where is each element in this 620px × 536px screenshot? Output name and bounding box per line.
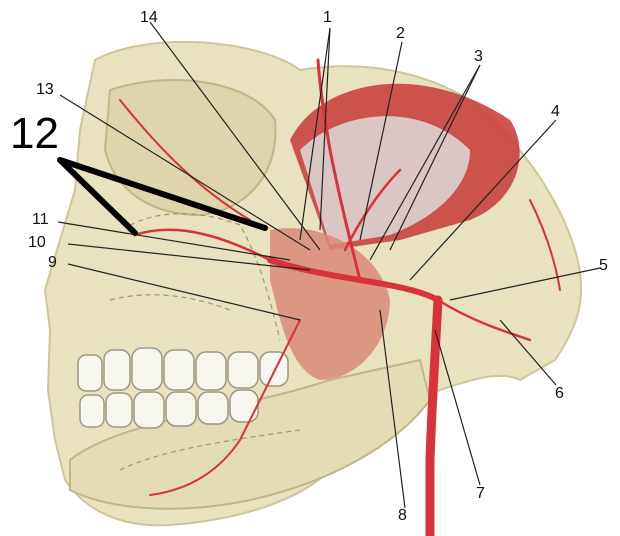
- label-2: 2: [396, 25, 405, 42]
- label-5: 5: [599, 257, 608, 274]
- arteries: [119, 58, 561, 536]
- label-6: 6: [555, 385, 564, 402]
- label-11: 11: [32, 211, 49, 228]
- pointer-12: [57, 157, 268, 236]
- label-8: 8: [398, 507, 407, 524]
- label-10: 10: [28, 234, 46, 251]
- label-4: 4: [551, 103, 560, 120]
- lower-teeth: [79, 389, 259, 429]
- label-7: 7: [476, 485, 485, 502]
- label-3: 3: [474, 48, 483, 65]
- orbit: [103, 79, 277, 217]
- label-12: 12: [10, 109, 59, 158]
- label-1: 1: [323, 9, 332, 26]
- label-13: 13: [36, 81, 54, 98]
- label-9: 9: [48, 254, 57, 271]
- dashed-outlines: [109, 213, 301, 471]
- upper-teeth: [77, 347, 289, 392]
- leader-lines: [57, 21, 601, 509]
- label-14: 14: [140, 9, 158, 26]
